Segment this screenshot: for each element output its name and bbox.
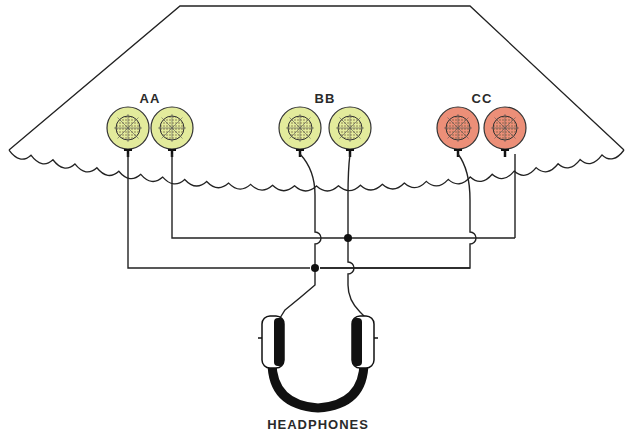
speaker-symbol <box>484 107 526 157</box>
label-text: AA <box>140 91 161 106</box>
speaker-spoke <box>491 128 519 129</box>
wire <box>300 154 321 268</box>
speaker-spoke <box>336 128 364 129</box>
speaker-rim <box>151 107 193 149</box>
wire <box>348 238 366 318</box>
speaker-spoke <box>444 128 472 129</box>
earcup <box>262 316 284 368</box>
speaker-rim <box>437 107 479 149</box>
earcup <box>352 316 374 368</box>
label-text: CC <box>472 91 493 106</box>
terminal <box>454 149 462 151</box>
terminal <box>168 149 176 151</box>
speaker-symbol <box>279 107 321 157</box>
caption-label: HEADPHONES <box>267 418 369 431</box>
speaker-rim <box>329 107 371 149</box>
scalloped-edge <box>9 150 624 191</box>
wiring <box>128 154 515 318</box>
wire <box>128 154 310 268</box>
earpad <box>352 318 362 366</box>
tent-outline <box>9 6 624 150</box>
terminal <box>124 149 132 151</box>
speaker-symbol <box>329 107 371 157</box>
terminal <box>296 149 304 151</box>
earpad <box>274 318 284 366</box>
speaker-spoke <box>158 128 186 129</box>
group-label: AA <box>140 92 161 105</box>
group-label: BB <box>315 92 336 105</box>
speaker-symbol <box>107 107 149 157</box>
speaker-group <box>107 107 526 157</box>
label-text: BB <box>315 91 336 106</box>
junction-dot <box>344 234 352 242</box>
headband <box>272 362 364 408</box>
headphones-symbol <box>258 316 378 408</box>
speaker-rim <box>107 107 149 149</box>
speaker-spoke <box>114 128 142 129</box>
wire <box>320 154 476 268</box>
terminal <box>346 149 354 151</box>
speaker-symbol <box>151 107 193 157</box>
wire <box>280 268 315 318</box>
cup-detail <box>258 337 262 339</box>
wire <box>172 154 515 238</box>
wire <box>348 154 350 238</box>
speaker-symbol <box>437 107 479 157</box>
speaker-rim <box>484 107 526 149</box>
wire <box>514 154 515 238</box>
junction-dot <box>311 264 319 272</box>
group-label: CC <box>472 92 493 105</box>
terminal <box>501 149 509 151</box>
speaker-rim <box>279 107 321 149</box>
label-text: HEADPHONES <box>267 417 369 432</box>
cup-detail <box>374 337 378 339</box>
speaker-spoke <box>286 128 314 129</box>
